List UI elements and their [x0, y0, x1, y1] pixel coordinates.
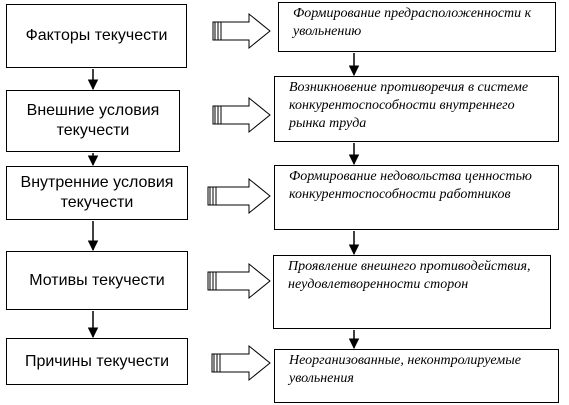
right-box-predisposition-label: Формирование предрасположенности к уволь…	[293, 6, 532, 39]
block-arrow-2	[212, 96, 271, 134]
block-arrow-4	[207, 262, 271, 300]
left-box-internal-conditions: Внутренние условия текучести	[6, 166, 188, 220]
left-box-reasons-label: Причины текучести	[24, 352, 170, 370]
block-arrow-3	[207, 177, 271, 215]
block-arrow-5	[211, 344, 271, 382]
right-box-counteraction: Проявление внешнего противодействия, неу…	[273, 255, 551, 329]
left-box-reasons: Причины текучести	[6, 338, 188, 385]
block-arrow-1	[212, 12, 271, 50]
right-box-dissatisfaction-label: Формирование недовольства ценностью конк…	[289, 169, 532, 202]
left-box-motives: Мотивы текучести	[6, 251, 188, 310]
right-box-counteraction-label: Проявление внешнего противодействия, неу…	[288, 259, 531, 292]
right-box-predisposition: Формирование предрасположенности к уволь…	[278, 2, 556, 52]
right-box-contradiction: Возникновение противоречия в системе кон…	[274, 76, 559, 142]
right-box-uncontrolled-dismissals-label: Неорганизованные, неконтролируемые уволь…	[289, 353, 521, 386]
right-box-contradiction-label: Возникновение противоречия в системе кон…	[289, 80, 529, 131]
left-box-internal-conditions-label: Внутренние условия текучести	[20, 174, 174, 211]
left-box-factors: Факторы текучести	[6, 4, 187, 68]
left-box-factors-label: Факторы текучести	[25, 27, 168, 44]
right-box-dissatisfaction: Формирование недовольства ценностью конк…	[274, 165, 559, 230]
left-box-motives-label: Мотивы текучести	[29, 271, 165, 289]
left-box-external-conditions-label: Внешние условия текучести	[26, 102, 160, 139]
right-box-uncontrolled-dismissals: Неорганизованные, неконтролируемые уволь…	[274, 349, 559, 403]
left-box-external-conditions: Внешние условия текучести	[6, 90, 180, 152]
